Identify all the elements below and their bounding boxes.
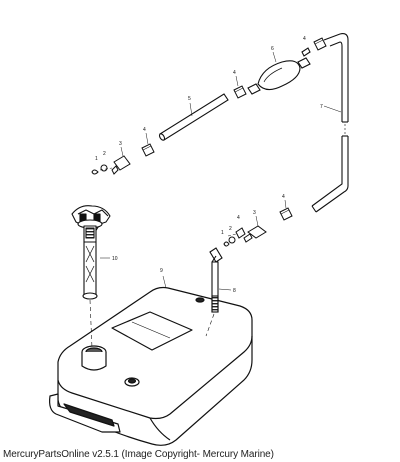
- fitting-upper-b-callout: 4: [233, 70, 236, 76]
- lower-connector-callout: 3: [253, 210, 256, 216]
- fitting-upper-b[interactable]: [233, 85, 247, 99]
- pickup-tube[interactable]: [209, 247, 223, 313]
- clip-lower-callout: 1: [221, 230, 224, 236]
- upper-connector-callout: 3: [119, 141, 122, 147]
- primer-bulb[interactable]: [247, 47, 311, 95]
- oring-upper-callout: 2: [103, 151, 106, 157]
- fuel-tank-callout: 9: [160, 268, 163, 274]
- hose-long-callout: 7: [320, 104, 323, 110]
- fitting-lower-callout: 4: [282, 194, 285, 200]
- clip-lower[interactable]: [223, 241, 230, 247]
- oring-upper[interactable]: [100, 164, 108, 172]
- clip-upper[interactable]: [91, 169, 99, 175]
- fuel-gauge-assembly[interactable]: [71, 205, 111, 300]
- hose-long[interactable]: [311, 33, 349, 213]
- pickup-tube-callout: 8: [233, 288, 236, 294]
- fuel-tank[interactable]: [49, 286, 253, 446]
- copyright-caption: MercuryPartsOnline v2.5.1 (Image Copyrig…: [3, 449, 274, 460]
- fitting-lower[interactable]: [279, 207, 293, 221]
- oring-lower[interactable]: [228, 236, 236, 244]
- gauge-alignment-line: [89, 299, 93, 349]
- fitting-upper-c[interactable]: [313, 37, 327, 51]
- primer-bulb-callout: 6: [271, 46, 274, 52]
- clip-upper-callout: 1: [95, 156, 98, 162]
- fitting-upper-a-callout: 4: [143, 127, 146, 133]
- upper-connector[interactable]: [111, 155, 131, 175]
- fitting-lower-small-callout: 4: [237, 215, 240, 221]
- fuel-gauge-callout: 10: [112, 256, 118, 262]
- hose-short[interactable]: [158, 93, 229, 141]
- fitting-upper-c-callout: 4: [303, 36, 306, 42]
- pickup-alignment-line: [205, 313, 215, 337]
- fitting-upper-a[interactable]: [141, 143, 155, 157]
- lower-connector[interactable]: [243, 225, 267, 243]
- hose-short-callout: 5: [188, 96, 191, 102]
- oring-lower-callout: 2: [229, 226, 232, 232]
- fitting-lower-small[interactable]: [235, 227, 246, 239]
